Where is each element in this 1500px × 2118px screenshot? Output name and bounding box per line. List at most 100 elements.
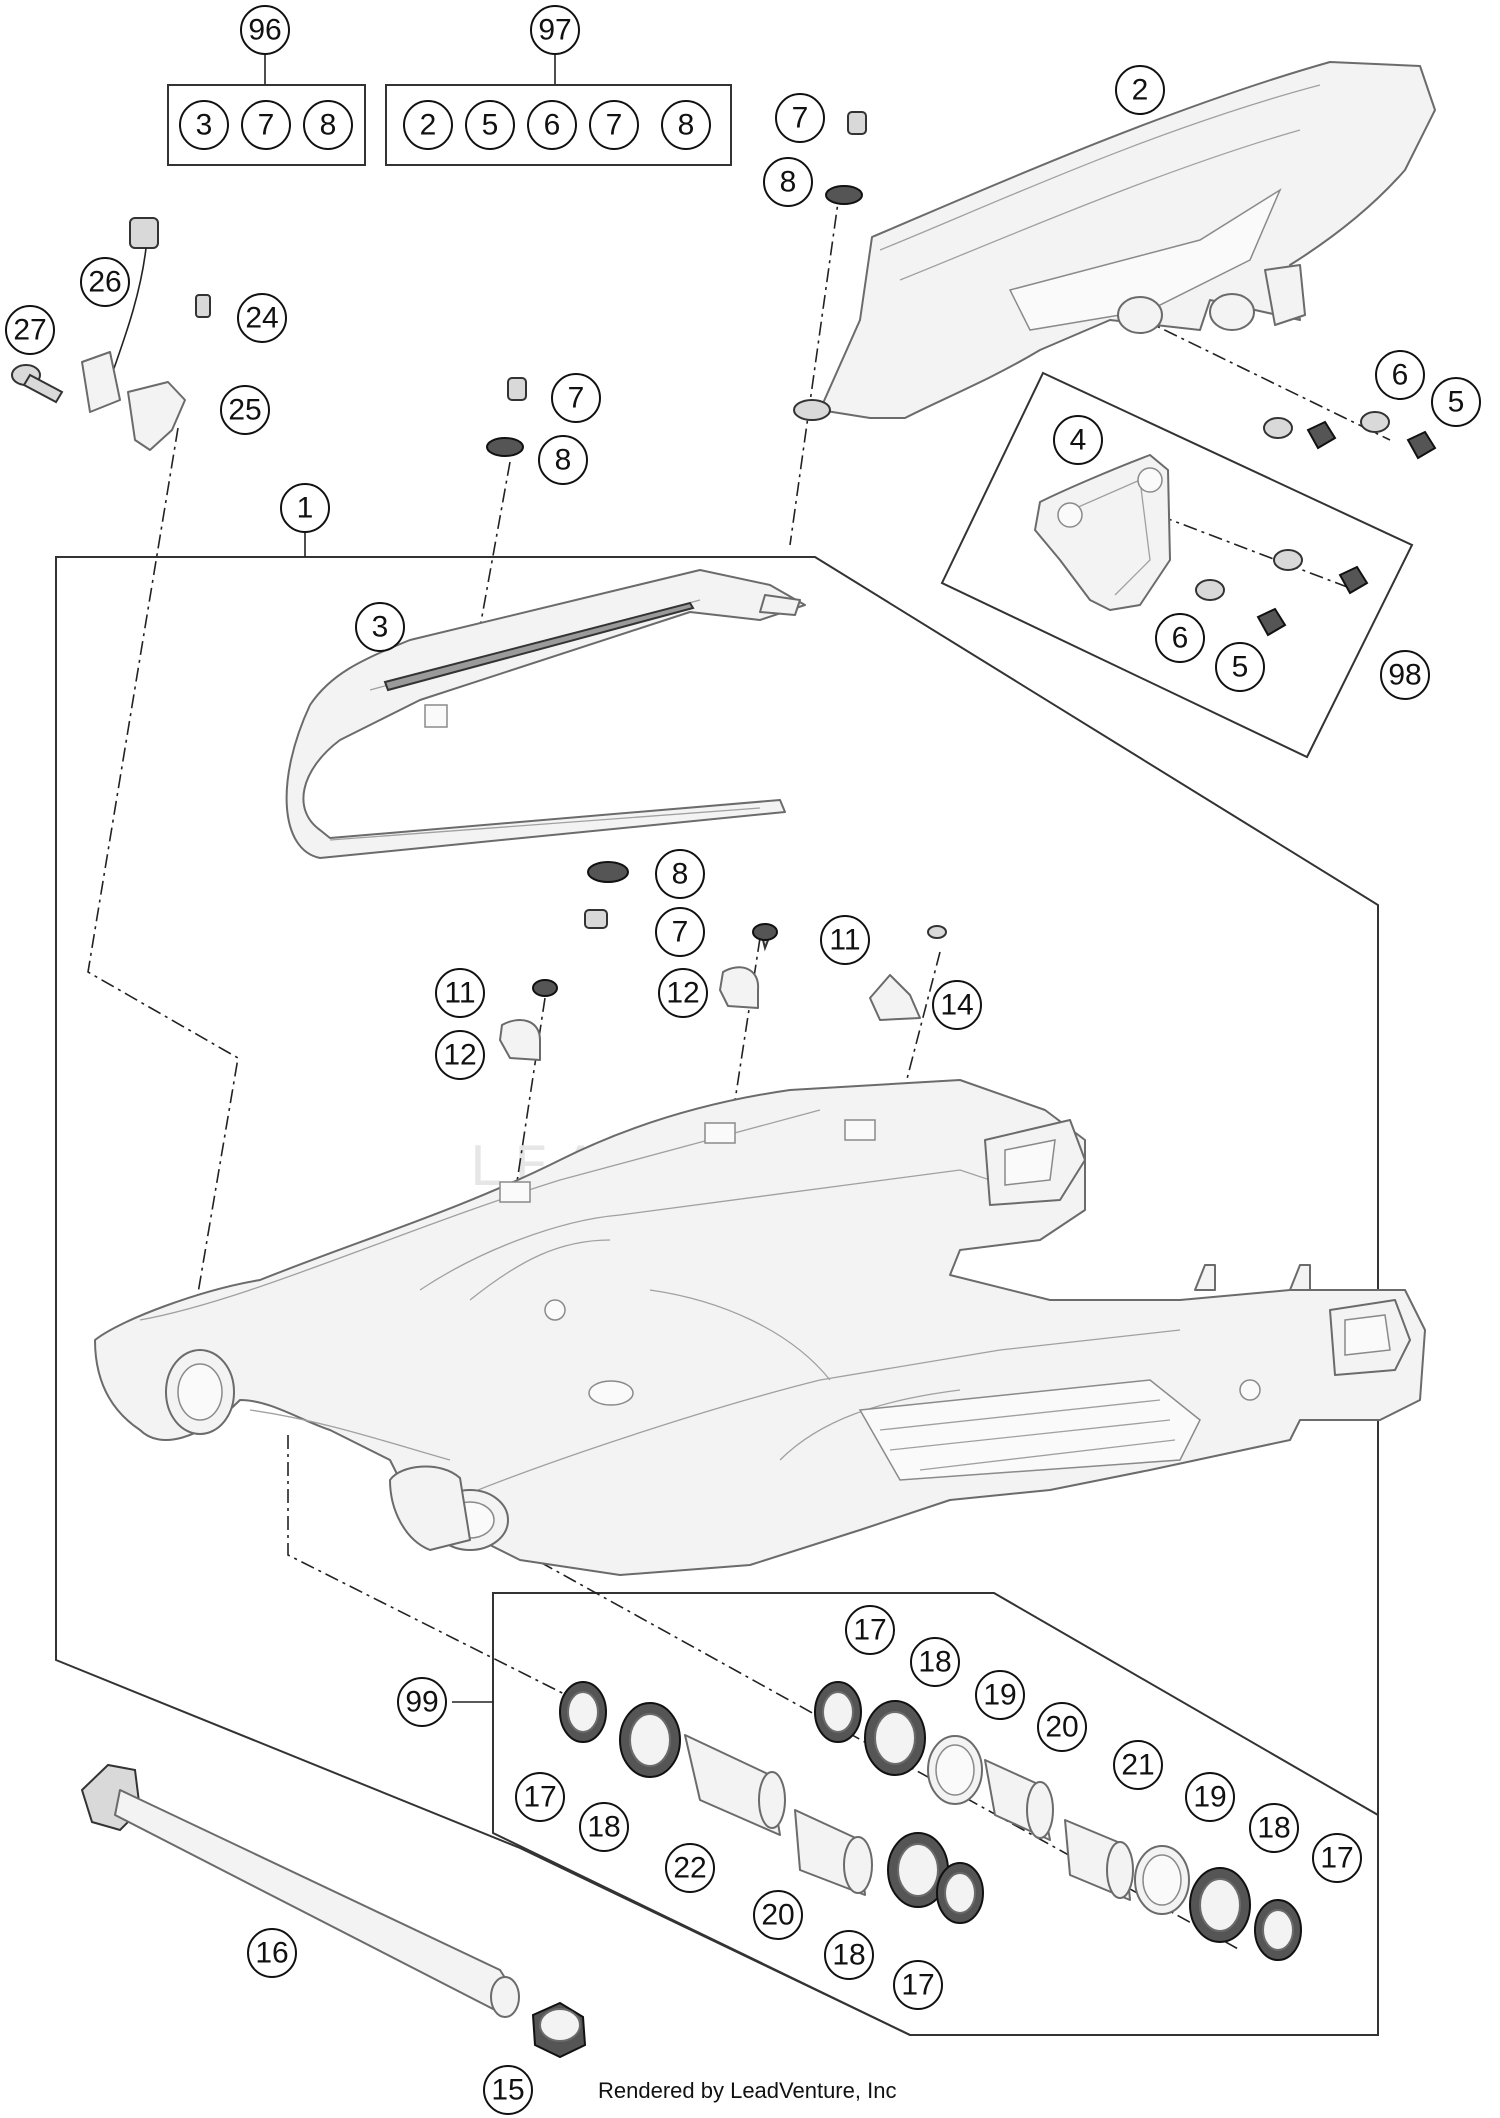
callout-8-lower: 8: [655, 849, 705, 899]
callout-4: 4: [1053, 415, 1103, 465]
callout-11-left: 11: [435, 968, 485, 1018]
svg-text:22: 22: [673, 1852, 706, 1885]
svg-text:16: 16: [255, 1937, 288, 1970]
svg-text:7: 7: [568, 382, 585, 415]
svg-text:2: 2: [420, 109, 437, 142]
chain-slider-part: [285, 569, 806, 859]
svg-text:1: 1: [297, 492, 314, 525]
assembly-line-25: [87, 427, 239, 1306]
kit-96-item-3: 8: [303, 100, 353, 150]
kit-98-frame: [940, 371, 1414, 759]
svg-text:4: 4: [1070, 424, 1087, 457]
svg-text:17: 17: [523, 1781, 556, 1814]
callout-17-b: 17: [515, 1772, 565, 1822]
callout-18-c: 18: [1249, 1803, 1299, 1853]
chain-guide-part: [1034, 454, 1171, 611]
callout-20-a: 20: [1037, 1702, 1087, 1752]
svg-text:3: 3: [372, 611, 389, 644]
svg-text:20: 20: [761, 1899, 794, 1932]
render-credit: Rendered by LeadVenture, Inc: [598, 2078, 896, 2103]
svg-text:6: 6: [1172, 622, 1189, 655]
callout-12-right: 12: [658, 968, 708, 1018]
svg-text:8: 8: [678, 109, 695, 142]
callout-15: 15: [483, 2065, 533, 2115]
callout-17-c: 17: [1312, 1833, 1362, 1883]
svg-text:19: 19: [1193, 1781, 1226, 1814]
svg-text:8: 8: [320, 109, 337, 142]
svg-text:6: 6: [544, 109, 561, 142]
svg-text:8: 8: [780, 166, 797, 199]
svg-text:5: 5: [1448, 386, 1465, 419]
callout-20-b: 20: [753, 1890, 803, 1940]
kit-96-item-1: 3: [179, 100, 229, 150]
svg-text:5: 5: [1232, 651, 1249, 684]
svg-text:6: 6: [1392, 359, 1409, 392]
svg-text:26: 26: [88, 266, 121, 299]
kit-97-item-1: 2: [403, 100, 453, 150]
svg-text:19: 19: [983, 1679, 1016, 1712]
svg-text:27: 27: [13, 314, 46, 347]
svg-text:18: 18: [1257, 1812, 1290, 1845]
svg-text:20: 20: [1045, 1711, 1078, 1744]
swingarm-part: [94, 1079, 1426, 1576]
svg-text:96: 96: [248, 14, 281, 47]
callout-24: 24: [237, 293, 287, 343]
callout-25: 25: [220, 385, 270, 435]
pivot-axle-part: [80, 1763, 520, 2018]
kit-97-item-3: 6: [527, 100, 577, 150]
callout-6-lower: 6: [1155, 613, 1205, 663]
svg-text:7: 7: [792, 102, 809, 135]
kit-99-frame: [492, 1592, 1379, 2036]
chain-guard-part: [793, 61, 1436, 421]
callout-8-slider: 8: [538, 435, 588, 485]
pivot-nut-part: [531, 2001, 587, 2059]
svg-text:18: 18: [918, 1646, 951, 1679]
callout-5-lower: 5: [1215, 642, 1265, 692]
svg-text:7: 7: [258, 109, 275, 142]
sensor-parts: [11, 217, 186, 451]
callout-12-left: 12: [435, 1030, 485, 1080]
svg-text:7: 7: [606, 109, 623, 142]
callout-21: 21: [1113, 1740, 1163, 1790]
fastener-hardware: [195, 111, 1437, 997]
kit-97-callout: 97: [530, 5, 580, 55]
svg-text:24: 24: [245, 302, 278, 335]
svg-text:17: 17: [853, 1614, 886, 1647]
kit-97-item-4: 7: [589, 100, 639, 150]
callout-98: 98: [1380, 650, 1430, 700]
svg-text:12: 12: [443, 1039, 476, 1072]
svg-text:18: 18: [587, 1811, 620, 1844]
assembly-line-2-fastener: [789, 187, 841, 546]
kit-97-item-2: 5: [465, 100, 515, 150]
svg-text:12: 12: [666, 977, 699, 1010]
callout-6-top: 6: [1375, 350, 1425, 400]
assembly-line-pivot-left: [287, 1435, 601, 1713]
svg-text:98: 98: [1388, 659, 1421, 692]
callout-17-a: 17: [845, 1605, 895, 1655]
svg-text:3: 3: [196, 109, 213, 142]
callout-8-top: 8: [763, 157, 813, 207]
kit-96-callout: 96: [240, 5, 290, 55]
callout-27: 27: [5, 305, 55, 355]
callout-18-d: 18: [824, 1930, 874, 1980]
kit-96-item-2: 7: [241, 100, 291, 150]
cable-guide-parts: [499, 966, 921, 1061]
callout-19-b: 19: [1185, 1772, 1235, 1822]
callout-99: 99: [397, 1677, 447, 1727]
callout-7-lower: 7: [655, 907, 705, 957]
callout-5-top: 5: [1431, 377, 1481, 427]
callout-1: 1: [280, 483, 330, 533]
svg-text:97: 97: [538, 14, 571, 47]
callout-7-top: 7: [775, 93, 825, 143]
callout-11-right: 11: [820, 915, 870, 965]
kit-97-item-5: 8: [661, 100, 711, 150]
callout-26: 26: [80, 257, 130, 307]
svg-text:7: 7: [672, 916, 689, 949]
callout-22: 22: [665, 1843, 715, 1893]
svg-text:8: 8: [672, 858, 689, 891]
svg-text:17: 17: [901, 1969, 934, 2002]
svg-text:18: 18: [832, 1939, 865, 1972]
svg-text:11: 11: [829, 924, 860, 957]
svg-text:25: 25: [228, 394, 261, 427]
